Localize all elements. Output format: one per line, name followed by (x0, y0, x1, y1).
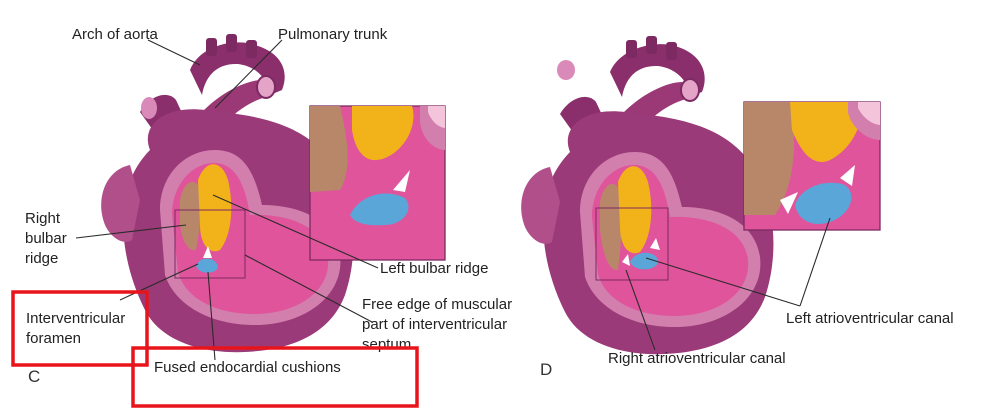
label-right-bulbar-ridge-2: bulbar (25, 230, 67, 247)
fused-cushions-highlight (133, 348, 417, 406)
label-interventricular-foramen-1: Interventricular (26, 310, 125, 327)
label-pulmonary-trunk: Pulmonary trunk (278, 26, 388, 43)
interventricular-foramen-highlight (13, 292, 147, 365)
label-fused-endocardial-cushions: Fused endocardial cushions (154, 359, 341, 376)
label-right-bulbar-ridge-1: Right (25, 210, 61, 227)
label-free-edge-1: Free edge of muscular (362, 296, 512, 313)
label-interventricular-foramen-2: foramen (26, 330, 81, 347)
label-left-bulbar-ridge: Left bulbar ridge (380, 260, 488, 277)
panel-d-inset (744, 102, 880, 230)
label-left-atrioventricular-canal: Left atrioventricular canal (786, 310, 954, 327)
panel-c-inset (310, 106, 445, 260)
label-arch-of-aorta: Arch of aorta (72, 26, 159, 43)
label-right-atrioventricular-canal: Right atrioventricular canal (608, 350, 786, 367)
panel-letter-d: D (540, 360, 552, 379)
panel-letter-c: C (28, 367, 40, 386)
panel-d-heart (521, 36, 773, 354)
label-free-edge-2: part of interventricular (362, 316, 507, 333)
label-right-bulbar-ridge-3: ridge (25, 250, 58, 267)
label-free-edge-3: septum (362, 336, 411, 353)
